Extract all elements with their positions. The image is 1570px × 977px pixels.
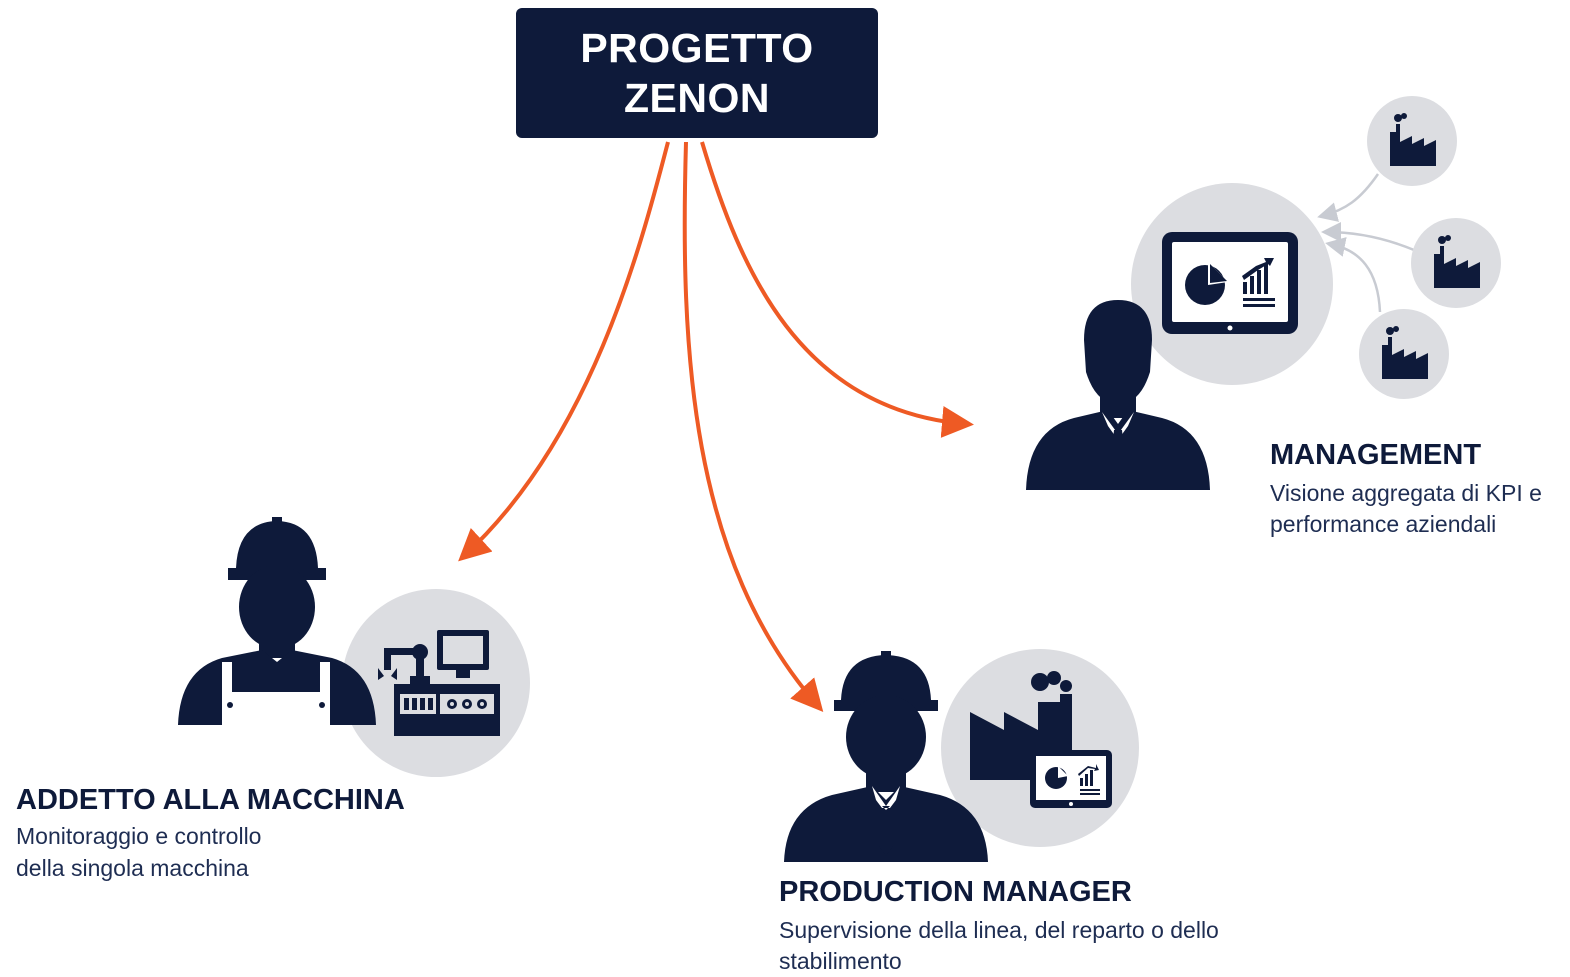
manager-shirt-tie — [1102, 412, 1134, 482]
role-desc-addetto-line2: della singola macchina — [16, 855, 249, 881]
title-box: PROGETTO ZENON — [516, 8, 878, 138]
role-desc-management-line2: performance aziendali — [1270, 511, 1497, 537]
title-line-1: PROGETTO — [580, 25, 814, 71]
role-title-addetto: ADDETTO ALLA MACCHINA — [16, 784, 405, 816]
machine-panel-icon — [378, 630, 500, 736]
shirt-tie-detail — [872, 786, 900, 856]
factory-dashboard-icon — [970, 671, 1112, 808]
arrow-factory2-to-monitor — [1321, 222, 1415, 252]
arrow-factory1-to-monitor — [1317, 173, 1380, 222]
role-desc-management-line1: Visione aggregata di KPI e — [1270, 480, 1542, 506]
factory-icon — [1390, 113, 1436, 166]
arrow-to-addetto — [458, 141, 670, 562]
role-desc-production-line2: stabilimento — [779, 948, 902, 974]
role-title-production-manager: PRODUCTION MANAGER — [779, 876, 1132, 908]
arrow-to-management — [700, 141, 974, 438]
dashboard-monitor-icon — [1162, 232, 1298, 334]
role-title-management: MANAGEMENT — [1270, 439, 1482, 471]
machine-circle — [342, 589, 530, 777]
factory-icon — [1434, 235, 1480, 288]
title-line-2: ZENON — [624, 75, 770, 121]
arrow-to-production-manager — [682, 141, 824, 713]
factory-icon — [1382, 326, 1428, 379]
arrow-factory3-to-monitor — [1325, 237, 1382, 313]
role-desc-production-line1: Supervisione della linea, del reparto o … — [779, 917, 1219, 943]
role-desc-addetto-line1: Monitoraggio e controllo — [16, 823, 262, 849]
overalls-detail — [222, 662, 330, 725]
